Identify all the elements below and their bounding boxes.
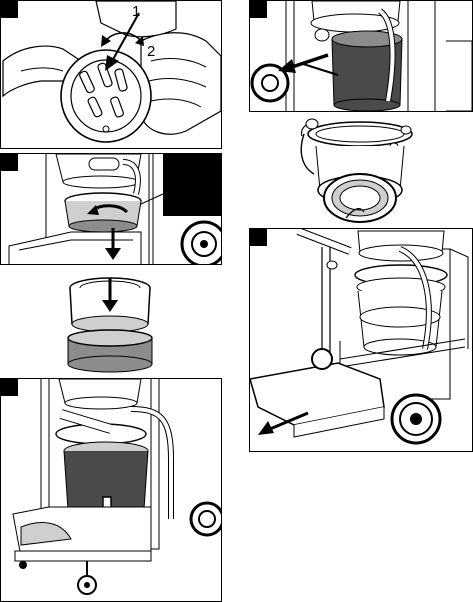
container-twist-illustration bbox=[1, 154, 222, 265]
ring-attachment-detail bbox=[60, 276, 160, 376]
step-3-panel bbox=[0, 378, 222, 602]
filter-housing-detail bbox=[294, 112, 426, 224]
step-number-marker bbox=[1, 1, 18, 18]
step-5-panel bbox=[249, 228, 473, 452]
plug-illustration bbox=[1, 1, 222, 149]
callout-1: 1 bbox=[132, 3, 140, 20]
filter-housing-illustration bbox=[294, 112, 426, 224]
filter-removal-illustration bbox=[250, 1, 473, 112]
step-number-marker bbox=[250, 229, 267, 246]
step-2-panel bbox=[0, 153, 222, 265]
step-number-marker bbox=[1, 379, 18, 396]
step-number-marker bbox=[1, 154, 18, 171]
callout-2: 2 bbox=[147, 43, 155, 60]
ring-illustration bbox=[60, 276, 160, 376]
step-1-panel: 1 2 bbox=[0, 0, 222, 149]
step-number-marker bbox=[250, 1, 267, 18]
step-4-panel bbox=[249, 0, 473, 112]
container-trolley-illustration bbox=[1, 379, 222, 602]
trolley-drawer-illustration bbox=[250, 229, 473, 452]
